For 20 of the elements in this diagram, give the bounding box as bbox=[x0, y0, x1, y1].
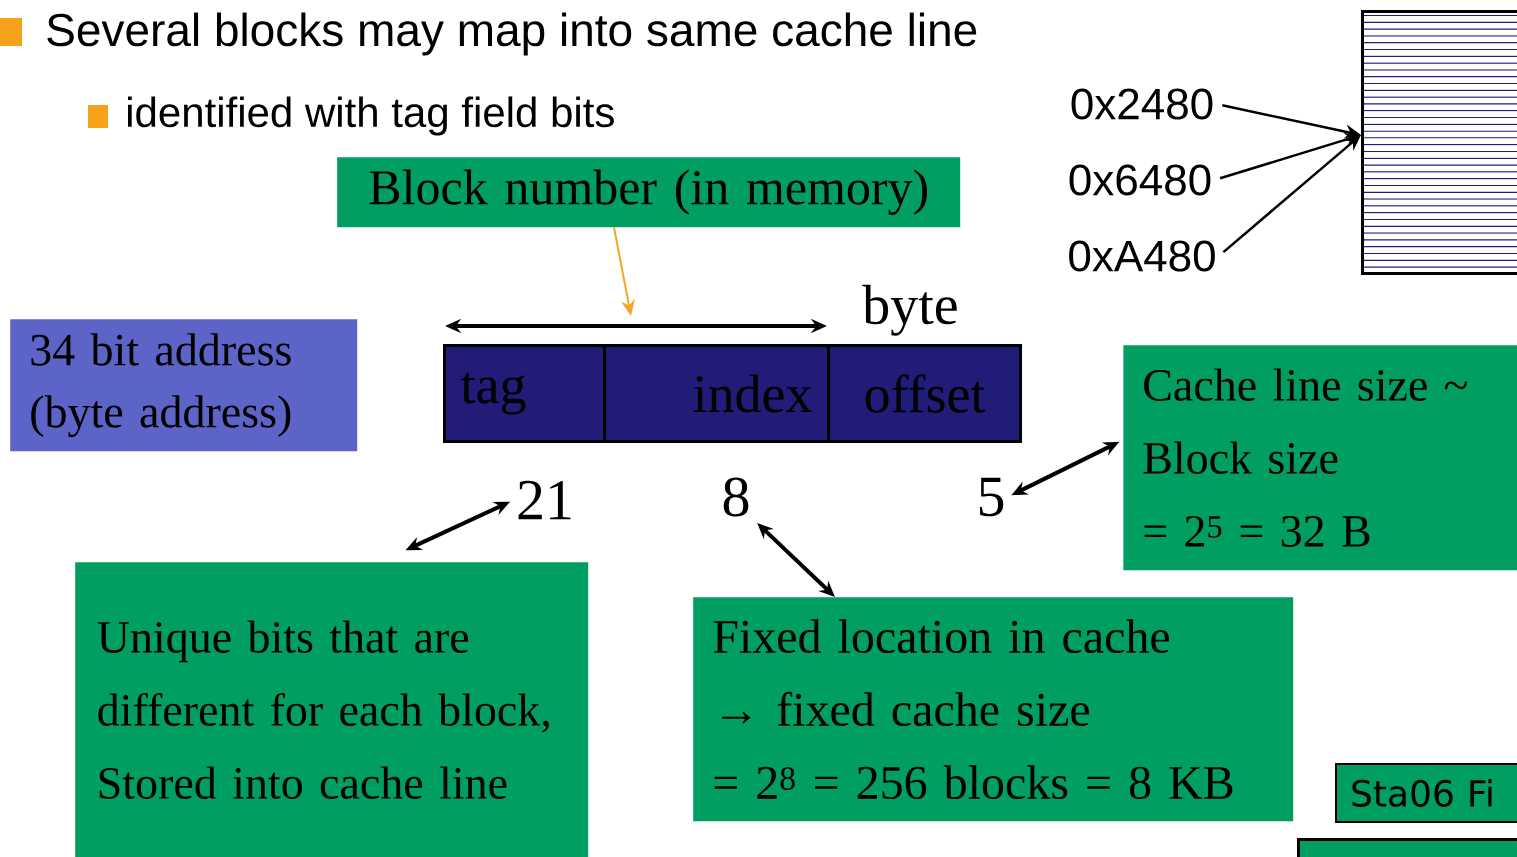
label-box bbox=[1297, 838, 1517, 857]
label-box: Unique bits that are different for each block, Stored into cache line bbox=[75, 562, 589, 857]
field-cell: offset bbox=[827, 344, 1022, 443]
field-heading: byte bbox=[862, 284, 957, 336]
bit-count: 5 bbox=[979, 477, 1004, 517]
label-box: 34 bit address (byte address) bbox=[10, 319, 358, 452]
label-box: Fixed location in cache → fixed cache size = 2$^{8}$ = 256 blocks = 8 KB bbox=[693, 597, 1294, 822]
field-cell: index bbox=[603, 344, 830, 443]
bit-count: 21 bbox=[518, 480, 571, 520]
address-text: 0x2480 bbox=[1071, 88, 1213, 120]
address-text: 0x6480 bbox=[1069, 164, 1211, 196]
bit-count: 8 bbox=[723, 477, 749, 517]
bullet-text: identified with tag field bits bbox=[128, 96, 614, 136]
cache-drawing bbox=[1361, 10, 1517, 275]
bullet-text: Several blocks may map into same cache line bbox=[47, 12, 977, 56]
field-cell: tag bbox=[443, 344, 606, 443]
label-box: Cache line size ~ Block size = 2$^{5}$ = 32 B bbox=[1123, 345, 1517, 571]
label-box: Sta06 Fi bbox=[1335, 763, 1517, 823]
label-box: Block number (in memory) bbox=[337, 157, 961, 228]
address-text: 0xA480 bbox=[1069, 240, 1215, 272]
